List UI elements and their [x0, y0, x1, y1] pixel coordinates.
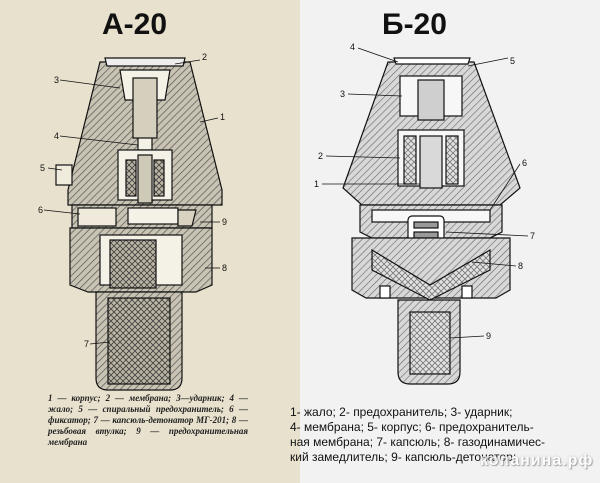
a20-callout-lines	[43, 59, 220, 345]
a20-callout-labels: 3 2 1 4 5 6 7 8 9	[38, 52, 227, 349]
b20-callout-8: 8	[518, 261, 523, 271]
a20-callout-5: 5	[40, 163, 45, 173]
legend-b20-line: 1- жало; 2- предохранитель; 3- ударник;	[290, 405, 513, 419]
b20-callout-2: 2	[318, 151, 323, 161]
a20-callout-8: 8	[222, 263, 227, 273]
a20-callout-1: 1	[220, 112, 225, 122]
legend-a20: 1 — корпус; 2 — мембрана; 3—ударник; 4 —…	[48, 393, 248, 447]
a20-callout-9: 9	[222, 217, 227, 227]
a20-callout-2: 2	[202, 52, 207, 62]
title-b20: Б-20	[382, 8, 447, 41]
legend-b20-line: 4- мембрана; 5- корпус; 6- предохранител…	[290, 420, 534, 434]
b20-callout-4: 4	[350, 42, 355, 52]
b20-callout-labels: 4 5 3 2 1 6 7 8 9	[314, 42, 535, 341]
title-a20: А-20	[102, 8, 168, 41]
watermark: копанина.рф	[480, 452, 594, 469]
legend-b20-line: ная мембрана; 7- капсюль; 8- газодинамич…	[290, 435, 546, 449]
b20-callout-6: 6	[522, 158, 527, 168]
a20-callout-3: 3	[54, 75, 59, 85]
b20-callout-7: 7	[530, 231, 535, 241]
b20-callout-3: 3	[340, 89, 345, 99]
b20-fuse-body	[342, 57, 521, 385]
b20-callout-lines	[322, 47, 529, 339]
b20-callout-5: 5	[510, 56, 515, 66]
a20-callout-7: 7	[84, 339, 89, 349]
b20-callout-9: 9	[486, 331, 491, 341]
a20-callout-4: 4	[54, 131, 59, 141]
legend-b20-line: кий замедлитель; 9- капсюль-детонатор;	[290, 450, 517, 464]
a20-fuse-body	[55, 57, 223, 391]
legend-b20: 1- жало; 2- предохранитель; 3- ударник; …	[290, 405, 590, 465]
b20-callout-1: 1	[314, 179, 319, 189]
a20-callout-6: 6	[38, 205, 43, 215]
